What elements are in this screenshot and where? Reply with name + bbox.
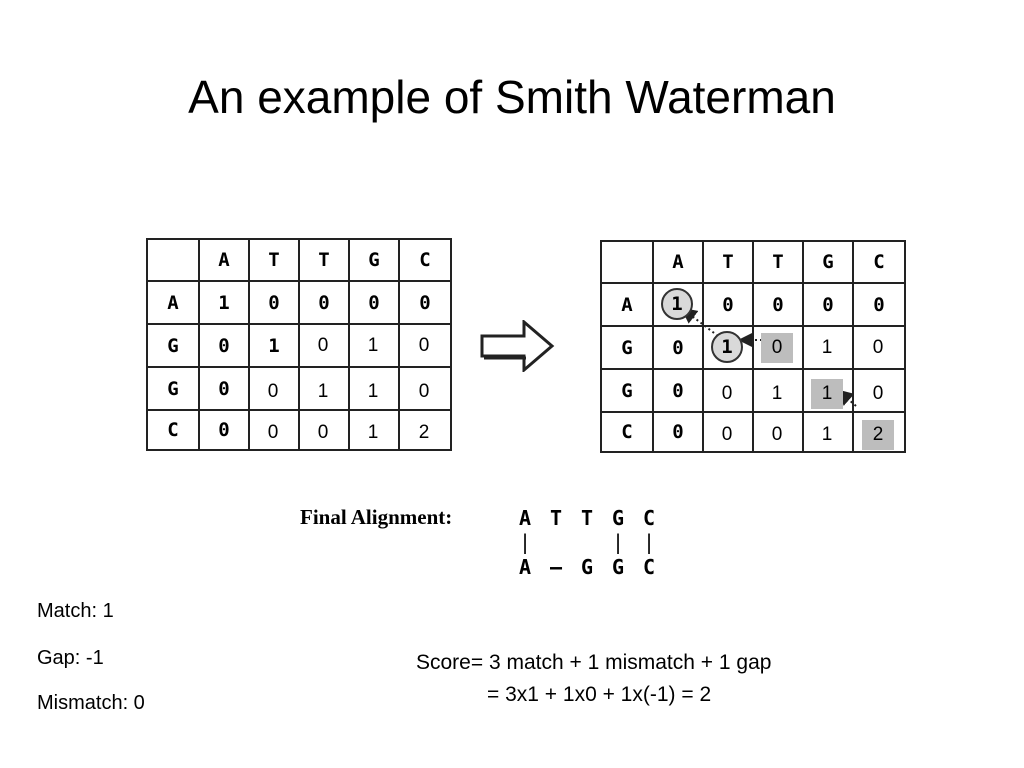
- right-matrix-fill-value: 1: [811, 378, 843, 409]
- right-matrix-cell: 0: [752, 282, 804, 327]
- right-matrix-cell: 0: [802, 282, 854, 327]
- left-matrix-cell: 0: [198, 409, 250, 451]
- alignment-bar: |: [643, 530, 656, 554]
- right-matrix-cell: 0: [652, 325, 704, 370]
- left-matrix-fill-value: 1: [357, 418, 389, 448]
- traceback-arrows: [680, 307, 857, 407]
- right-matrix-cell: [600, 240, 654, 284]
- right-matrix-cell: 0: [852, 282, 906, 327]
- left-matrix-fill-value: 1: [357, 330, 389, 361]
- left-matrix-cell: [146, 238, 200, 282]
- right-matrix-cell: A: [652, 240, 704, 284]
- slide-title: An example of Smith Waterman: [188, 71, 836, 123]
- right-matrix-cell: 0: [702, 282, 754, 327]
- right-matrix-cell: C: [852, 240, 906, 284]
- left-matrix-cell: T: [248, 238, 300, 282]
- right-matrix-fill-value: 0: [761, 332, 793, 363]
- gap-param: Gap: -1: [37, 647, 104, 669]
- left-matrix-fill-value: 0: [257, 376, 289, 407]
- left-matrix-cell: 0: [198, 366, 250, 411]
- alignment-char: G: [612, 555, 625, 579]
- left-matrix-cell: C: [398, 238, 452, 282]
- alignment-match-bars: | | |: [519, 530, 674, 554]
- left-matrix-fill-value: 0: [408, 330, 440, 361]
- right-matrix-fill-value: 1: [811, 332, 843, 363]
- right-matrix-cell: 0: [652, 368, 704, 413]
- right-matrix-fill-value: 1: [761, 378, 793, 409]
- left-matrix-cell: G: [348, 238, 400, 282]
- left-matrix-cell: 1: [248, 323, 300, 368]
- alignment-char: A: [519, 506, 532, 530]
- final-alignment-label: Final Alignment:: [300, 505, 453, 529]
- right-matrix-fill-value: 0: [862, 332, 894, 363]
- right-matrix-cell: T: [752, 240, 804, 284]
- alignment-char: G: [612, 506, 625, 530]
- right-matrix-fill-value: 1: [811, 420, 843, 450]
- left-matrix-fill-value: 2: [408, 418, 440, 448]
- mismatch-param: Mismatch: 0: [37, 692, 145, 714]
- right-matrix-cell: T: [702, 240, 754, 284]
- right-matrix-cell: A: [600, 282, 654, 327]
- alignment-char: C: [643, 506, 656, 530]
- left-matrix-cell: T: [298, 238, 350, 282]
- score-line-2: = 3x1 + 1x0 + 1x(-1) = 2: [487, 683, 712, 706]
- right-matrix-fill-value: 0: [761, 420, 793, 450]
- left-matrix-cell: A: [198, 238, 250, 282]
- left-matrix-cell: 0: [348, 280, 400, 325]
- left-matrix-fill-value: 1: [357, 376, 389, 407]
- right-arrow-icon: [480, 320, 555, 372]
- traceback-circled-cell: 1: [661, 287, 693, 320]
- left-matrix-fill-value: 1: [307, 376, 339, 407]
- traceback-circled-cell: 1: [711, 330, 743, 363]
- alignment-bar: |: [612, 530, 625, 554]
- match-param: Match: 1: [37, 600, 114, 622]
- alignment-bar: |: [519, 530, 532, 554]
- left-matrix-fill-value: 0: [307, 418, 339, 448]
- left-matrix-cell: G: [146, 366, 200, 411]
- right-matrix-fill-value: 0: [711, 420, 743, 450]
- right-matrix-cell: C: [600, 411, 654, 453]
- left-matrix-cell: 0: [198, 323, 250, 368]
- right-matrix-cell: 0: [652, 411, 704, 453]
- left-matrix-fill-value: 0: [408, 376, 440, 407]
- right-matrix-cell: G: [802, 240, 854, 284]
- right-matrix-fill-value: 0: [711, 378, 743, 409]
- left-matrix-cell: 1: [198, 280, 250, 325]
- left-matrix-cell: 0: [398, 280, 452, 325]
- left-matrix-cell: C: [146, 409, 200, 451]
- left-matrix-fill-value: 0: [307, 330, 339, 361]
- left-matrix-cell: 0: [298, 280, 350, 325]
- left-matrix-cell: 0: [248, 280, 300, 325]
- alignment-char: A: [519, 555, 532, 579]
- left-matrix-cell: G: [146, 323, 200, 368]
- alignment-char: T: [581, 506, 594, 530]
- alignment-char: T: [550, 506, 563, 530]
- right-matrix-fill-value: 2: [862, 420, 894, 450]
- alignment-char: G: [581, 555, 594, 579]
- right-matrix-cell: G: [600, 368, 654, 413]
- alignment-char: –: [550, 555, 563, 579]
- alignment-char: C: [643, 555, 656, 579]
- right-matrix-fill-value: 0: [862, 378, 894, 409]
- right-matrix-cell: G: [600, 325, 654, 370]
- score-line-1: Score= 3 match + 1 mismatch + 1 gap: [416, 651, 772, 674]
- left-matrix-cell: A: [146, 280, 200, 325]
- left-matrix-fill-value: 0: [257, 418, 289, 448]
